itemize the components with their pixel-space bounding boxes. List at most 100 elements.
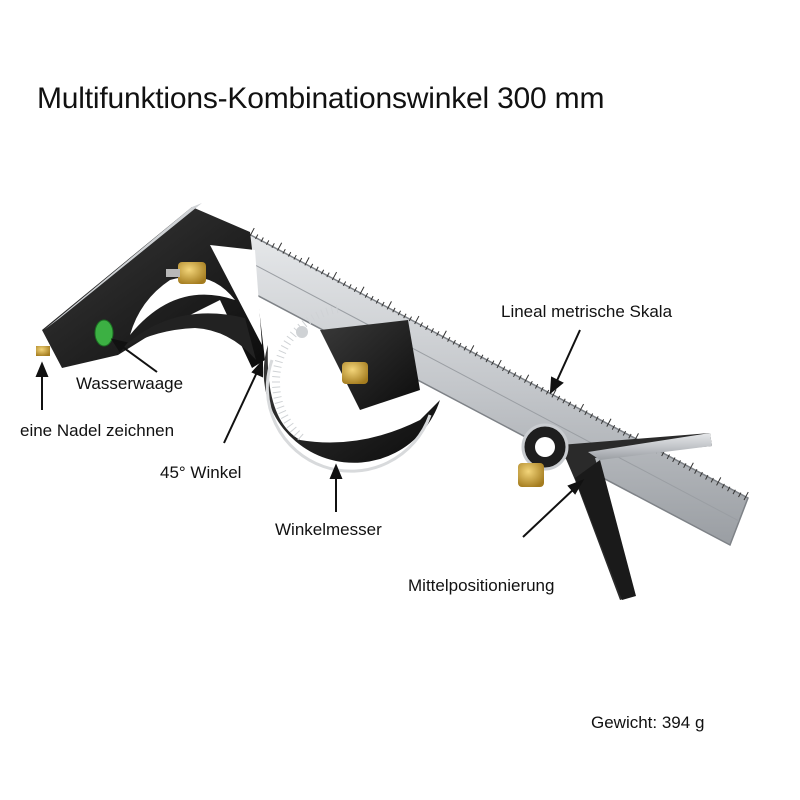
ruler-tick bbox=[326, 272, 330, 278]
label-protractor: Winkelmesser bbox=[275, 520, 382, 539]
ruler-tick bbox=[293, 254, 297, 260]
ruler-tick bbox=[386, 301, 392, 310]
ruler-tick bbox=[617, 427, 621, 433]
page-title: Multifunktions-Kombinationswinkel 300 mm bbox=[37, 82, 605, 115]
protractor-tick bbox=[301, 320, 308, 328]
ruler-tick bbox=[331, 271, 338, 281]
ruler-tick bbox=[732, 489, 736, 495]
ruler-tick bbox=[271, 243, 275, 248]
ruler-tick bbox=[364, 292, 369, 298]
protractor-tick bbox=[297, 433, 304, 441]
ruler-tick bbox=[611, 424, 616, 430]
ruler-tick bbox=[584, 410, 588, 416]
ruler-tick bbox=[710, 477, 714, 483]
protractor-tick bbox=[286, 422, 294, 429]
ruler-tick bbox=[381, 301, 385, 307]
center-head bbox=[518, 423, 712, 600]
ruler-tick bbox=[337, 278, 341, 284]
label-spirit-level: Wasserwaage bbox=[76, 374, 184, 393]
ruler-tick bbox=[534, 383, 539, 389]
protractor-tick bbox=[273, 365, 282, 368]
ruler-tick bbox=[595, 416, 599, 422]
ruler-tick bbox=[260, 237, 264, 243]
ruler-tick bbox=[743, 491, 749, 501]
protractor-tick bbox=[330, 306, 334, 315]
ruler-tick bbox=[266, 240, 270, 246]
ruler-tick bbox=[540, 386, 544, 392]
ruler-tick bbox=[628, 433, 632, 439]
ruler-tick bbox=[255, 234, 259, 240]
ruler-tick bbox=[562, 398, 566, 404]
ruler-tick bbox=[524, 374, 530, 383]
weight-label: Gewicht: 394 g bbox=[591, 713, 705, 732]
protractor-tick bbox=[310, 314, 316, 322]
ruler-tick bbox=[683, 463, 687, 468]
ruler-tick bbox=[304, 257, 310, 266]
protractor-tick bbox=[315, 311, 320, 320]
protractor-tick bbox=[274, 360, 283, 364]
square-head bbox=[36, 203, 265, 368]
ruler-tick bbox=[425, 325, 429, 331]
ruler-tick bbox=[320, 269, 325, 275]
ruler-tick bbox=[277, 242, 283, 251]
ruler-tick bbox=[309, 263, 314, 269]
ruler-tick bbox=[315, 266, 319, 272]
ruler-tick bbox=[353, 287, 358, 292]
ruler-tick bbox=[518, 375, 522, 380]
ruler-tick bbox=[375, 298, 380, 304]
ruler-tick bbox=[600, 419, 605, 424]
ruler-tick bbox=[408, 316, 412, 322]
ruler-tick bbox=[342, 281, 347, 287]
label-ruler-scale: Lineal metrische Skala bbox=[501, 302, 673, 321]
protractor-tick bbox=[280, 344, 289, 350]
scriber-pin bbox=[36, 346, 50, 356]
ruler-tick bbox=[502, 366, 506, 372]
ruler-tick bbox=[419, 322, 423, 328]
ruler-tick bbox=[348, 284, 352, 290]
ruler-tick bbox=[716, 477, 722, 486]
ruler-tick bbox=[436, 331, 440, 336]
ruler-tick bbox=[447, 336, 451, 342]
ruler-tick bbox=[458, 342, 462, 348]
protractor-tick bbox=[274, 400, 283, 404]
spirit-level-vial bbox=[94, 319, 114, 347]
ruler-tick bbox=[699, 471, 703, 477]
ruler-tick bbox=[738, 492, 742, 498]
protractor-tick bbox=[325, 307, 329, 316]
ruler-tick bbox=[469, 345, 475, 354]
ruler-tick bbox=[551, 389, 557, 398]
ruler-tick bbox=[721, 483, 725, 489]
ruler-tick bbox=[359, 286, 365, 295]
protractor-tick bbox=[272, 386, 281, 388]
ruler-tick bbox=[705, 474, 709, 480]
ruler-tick bbox=[485, 357, 489, 363]
ruler-tick bbox=[507, 369, 511, 375]
protractor-tick bbox=[272, 370, 281, 373]
ruler-tick bbox=[370, 295, 374, 301]
ruler-tick bbox=[403, 313, 407, 319]
ruler-tick bbox=[622, 430, 627, 436]
ruler-tick bbox=[688, 462, 694, 471]
ruler-tick bbox=[414, 315, 420, 325]
protractor-tick bbox=[293, 430, 300, 437]
brass-knob bbox=[178, 262, 206, 284]
protractor-tick bbox=[305, 317, 312, 325]
ruler-tick bbox=[463, 345, 467, 351]
ruler-tick bbox=[694, 468, 698, 474]
protractor-tick bbox=[289, 331, 297, 338]
ruler-tick bbox=[392, 307, 396, 313]
ruler-tick bbox=[556, 395, 561, 401]
ruler-tick bbox=[567, 401, 572, 407]
ruler-tick bbox=[480, 354, 484, 360]
protractor-tick bbox=[335, 305, 339, 314]
ruler-tick bbox=[397, 310, 401, 316]
ruler-tick bbox=[496, 359, 502, 369]
protractor-tick bbox=[272, 376, 281, 378]
ruler-tick bbox=[282, 248, 286, 254]
protractor-tick bbox=[278, 410, 287, 415]
ruler-tick bbox=[589, 413, 594, 419]
ruler-tick bbox=[298, 257, 303, 263]
annotation-arrows bbox=[35, 329, 585, 538]
